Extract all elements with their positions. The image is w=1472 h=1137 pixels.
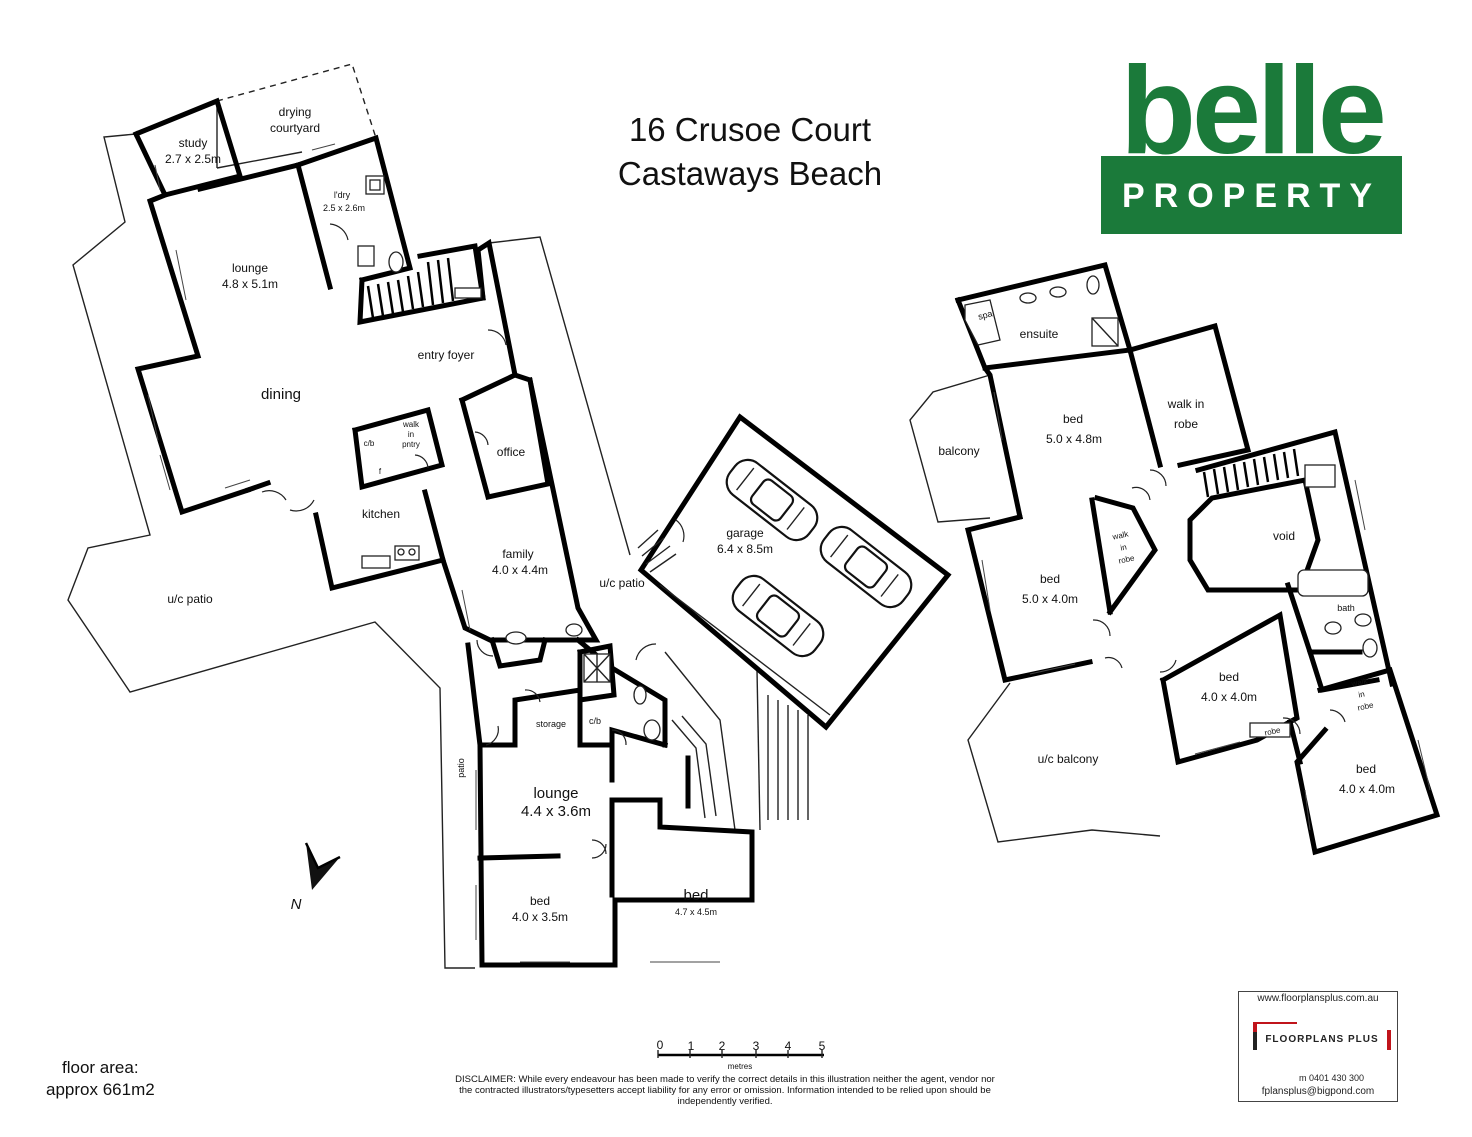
bath-label: bath <box>1337 603 1355 613</box>
scale-tick-5: 5 <box>819 1039 826 1053</box>
bed-c-size: 4.0 x 4.0m <box>1201 690 1257 704</box>
walk-in-robe-b-label-2: in <box>1119 543 1127 553</box>
family-label: family <box>502 547 533 561</box>
patio-label: patio <box>456 758 466 778</box>
upper-floor-labels: spa ensuite balcony bed 5.0 x 4.8m walk … <box>938 308 1395 796</box>
dining-label: dining <box>261 386 301 403</box>
address-line-2: Castaways Beach <box>617 155 883 192</box>
walk-in-pantry-label-2: in <box>408 430 414 439</box>
uc-balcony-label: u/c balcony <box>1038 752 1099 766</box>
north-label: N <box>291 896 302 913</box>
uc-patio-left-label: u/c patio <box>167 592 213 606</box>
logo-word: belle <box>1120 42 1387 180</box>
floor-area: floor area: approx 661m2 <box>46 1057 196 1101</box>
walk-in-robe-main-label-1: walk in <box>1167 397 1205 411</box>
property-address: 16 Crusoe Court Castaways Beach <box>600 108 900 196</box>
scale-tick-4: 4 <box>785 1039 792 1053</box>
ensuite-label: ensuite <box>1020 327 1059 341</box>
drying-courtyard-label-1: drying <box>279 105 312 119</box>
bed2-label: bed <box>683 887 708 904</box>
bed-main-size: 5.0 x 4.8m <box>1046 432 1102 446</box>
walk-in-robe-d-label-2: in <box>1357 690 1365 700</box>
walk-in-pantry-label-3: pntry <box>402 440 420 449</box>
cupboard2-label: c/b <box>589 716 601 726</box>
walk-in-pantry-label-1: walk <box>402 420 420 429</box>
walk-in-robe-d-label-3: robe <box>1357 700 1375 712</box>
upper-floor-outlines <box>909 374 1161 843</box>
cupboard-label: c/b <box>364 439 375 448</box>
scale-tick-0: 0 <box>657 1038 664 1052</box>
floorplans-plus-brand: FLOORPLANS PLUS <box>1253 1022 1391 1050</box>
bed-c-label: bed <box>1219 670 1239 684</box>
uc-patio-mid-label: u/c patio <box>599 576 645 590</box>
lounge-label: lounge <box>232 261 268 275</box>
floor-area-label: floor area: <box>62 1058 139 1077</box>
logo-banner <box>1101 156 1402 234</box>
fridge-label: f <box>379 467 382 476</box>
entry-foyer-label: entry foyer <box>418 348 475 362</box>
family-size: 4.0 x 4.4m <box>492 563 548 577</box>
floor-area-value: approx 661m2 <box>46 1080 155 1099</box>
bed1-size: 4.0 x 3.5m <box>512 910 568 924</box>
walk-in-robe-main-label-2: robe <box>1174 417 1198 431</box>
garage-label: garage <box>726 526 764 540</box>
bed-d-label: bed <box>1356 762 1376 776</box>
north-arrow-icon <box>304 842 341 890</box>
scale-tick-2: 2 <box>719 1039 726 1053</box>
laundry-label: l'dry <box>334 190 351 200</box>
walk-in-robe-d-label-1: walk <box>1350 676 1369 689</box>
scale-unit: metres <box>728 1062 752 1071</box>
drying-courtyard-label-2: courtyard <box>270 121 320 135</box>
scale-tick-1: 1 <box>688 1039 695 1053</box>
bed-main-label: bed <box>1063 412 1083 426</box>
garage-cars <box>725 458 913 658</box>
floorplans-plus-badge: www.floorplansplus.com.au FLOORPLANS PLU… <box>1238 991 1398 1102</box>
walk-in-robe-b-label-3: robe <box>1118 553 1136 565</box>
bed-b-label: bed <box>1040 572 1060 586</box>
lounge-size: 4.8 x 5.1m <box>222 277 278 291</box>
bed1-label: bed <box>530 894 550 908</box>
disclaimer-text: DISCLAIMER: While every endeavour has be… <box>455 1074 995 1107</box>
balcony-label: balcony <box>938 444 979 458</box>
ground-floor-walls <box>132 97 952 968</box>
scale-tick-3: 3 <box>753 1039 760 1053</box>
study-size: 2.7 x 2.5m <box>165 152 221 166</box>
spa-label: spa <box>977 308 994 321</box>
lounge2-size: 4.4 x 3.6m <box>521 803 591 820</box>
ground-floor-fixtures <box>147 143 913 963</box>
walk-in-robe-b-label-1: walk <box>1111 529 1130 542</box>
logo-sub: PROPERTY <box>1121 177 1382 215</box>
belle-property-logo: belle PROPERTY <box>1101 42 1402 234</box>
ground-floor-outlines <box>67 63 809 969</box>
robe-label: robe <box>1264 725 1282 737</box>
address-line-1: 16 Crusoe Court <box>628 111 872 148</box>
kitchen-label: kitchen <box>362 507 400 521</box>
scale-bar: 0 1 2 3 4 5 metres <box>657 1038 826 1071</box>
study-label: study <box>179 136 208 150</box>
garage-size: 6.4 x 8.5m <box>717 542 773 556</box>
upper-floor-fixtures <box>964 275 1431 831</box>
bed-d-size: 4.0 x 4.0m <box>1339 782 1395 796</box>
ground-floor-labels: drying courtyard study 2.7 x 2.5m l'dry … <box>165 105 773 924</box>
floorplans-plus-phone: m 0401 430 300 <box>1299 1073 1365 1083</box>
floorplans-plus-email: fplansplus@bigpond.com <box>1261 1086 1375 1097</box>
lounge2-label: lounge <box>533 785 578 802</box>
bed-b-size: 5.0 x 4.0m <box>1022 592 1078 606</box>
bed2-size: 4.7 x 4.5m <box>675 907 717 917</box>
storage-label: storage <box>536 719 566 729</box>
office-label: office <box>497 445 526 459</box>
void-label: void <box>1273 529 1295 543</box>
laundry-size: 2.5 x 2.6m <box>323 203 365 213</box>
floorplans-plus-url: www.floorplansplus.com.au <box>1257 993 1379 1004</box>
